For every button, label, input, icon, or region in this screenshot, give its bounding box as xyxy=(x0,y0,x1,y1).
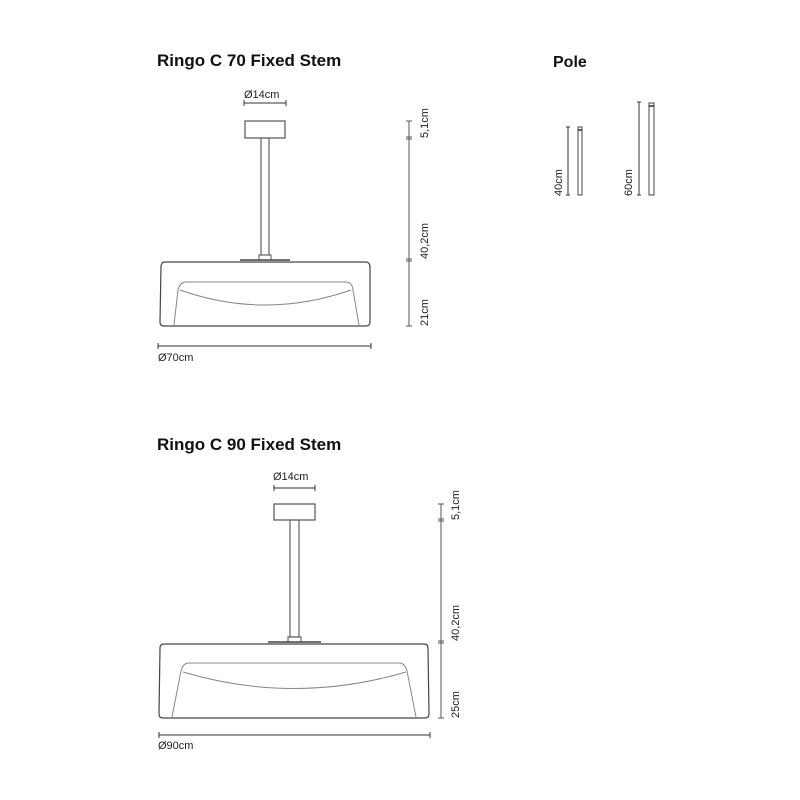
shade-dimension-line xyxy=(157,343,372,349)
product-title-ringo-c70: Ringo C 70 Fixed Stem xyxy=(157,51,342,70)
canopy-diameter-label: Ø14cm xyxy=(244,89,280,101)
shade-shape xyxy=(159,261,371,327)
stem-shape xyxy=(289,519,300,638)
shade-diameter-label: Ø90cm xyxy=(158,740,194,752)
shade-shape xyxy=(158,643,430,719)
shade-dimension-line xyxy=(158,732,431,738)
canopy-dimension-line xyxy=(273,485,316,491)
canopy-shape xyxy=(273,503,316,521)
pole-title: Pole xyxy=(553,54,587,71)
shade-diameter-label: Ø70cm xyxy=(158,352,194,364)
height-dimension-line xyxy=(438,503,444,719)
canopy-diameter-label: Ø14cm xyxy=(273,471,309,483)
product-title-ringo-c90: Ringo C 90 Fixed Stem xyxy=(157,435,342,454)
height-dimension-line xyxy=(406,120,412,327)
canopy-dimension-line xyxy=(243,100,287,106)
